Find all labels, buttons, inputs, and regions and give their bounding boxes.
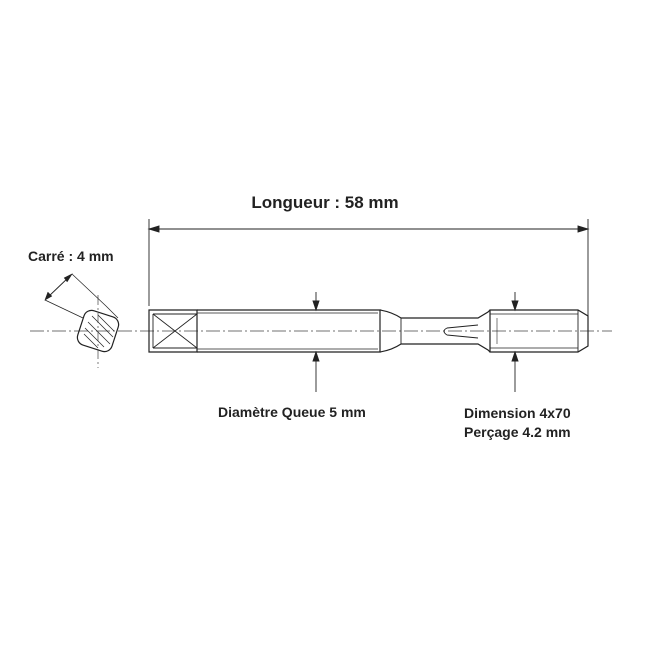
square-ext-line-2 (71, 273, 107, 307)
tap-side-view (148, 309, 589, 353)
length-dimension (147, 219, 590, 316)
neck (379, 309, 491, 353)
square-dim-arrow-start (44, 291, 53, 301)
flute-groove (443, 324, 479, 339)
dimension-label: Dimension 4x70 (464, 405, 571, 421)
thread-info: Dimension 4x70 Perçage 4.2 mm (464, 404, 571, 442)
drilling-label: Perçage 4.2 mm (464, 424, 571, 440)
square-ext-line-3 (105, 305, 119, 319)
shank (197, 309, 381, 353)
square-hatching (83, 314, 115, 349)
square-size-label: Carré : 4 mm (28, 248, 114, 264)
length-arrow-left (147, 225, 160, 233)
thread-diameter-dimension (511, 292, 519, 392)
square-outline (76, 309, 120, 353)
square-ext-line-1 (44, 299, 84, 319)
shank-diameter-dimension (312, 292, 320, 392)
square-end-view (44, 273, 120, 368)
length-arrow-right (577, 225, 590, 233)
shank-diameter-label: Diamètre Queue 5 mm (218, 404, 366, 420)
length-label: Longueur : 58 mm (251, 193, 399, 212)
